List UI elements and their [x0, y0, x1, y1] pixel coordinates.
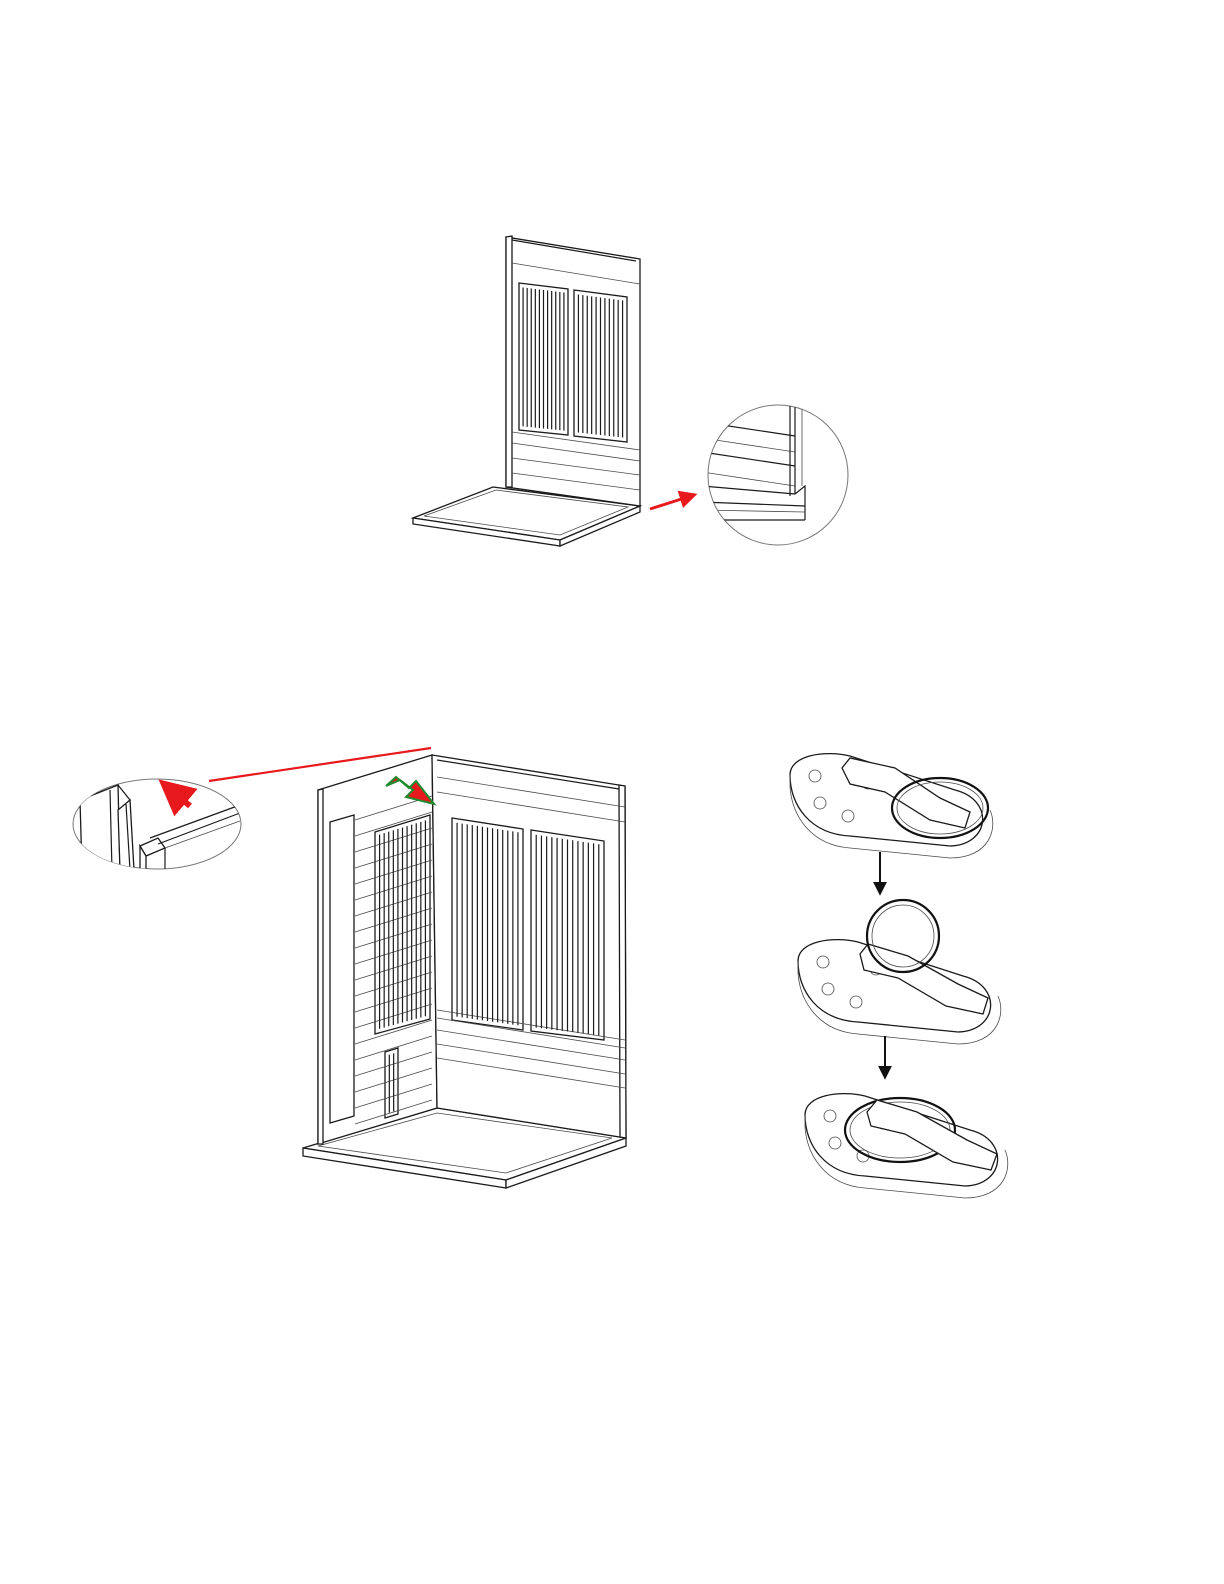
latch-step-3 [805, 1094, 1008, 1198]
side-wall-figure [73, 748, 626, 1188]
latch-step-2 [798, 900, 1001, 1044]
back-wall-figure [413, 236, 848, 546]
zoom-circle-top-joint [73, 779, 241, 872]
zoom-circle-floor-joint [702, 405, 848, 545]
latch-step-1 [790, 754, 993, 858]
back-wall-panel [506, 236, 640, 506]
latch-sequence-figure [790, 754, 1008, 1198]
back-wall-panel [432, 755, 626, 1138]
red-arrow [650, 495, 694, 509]
